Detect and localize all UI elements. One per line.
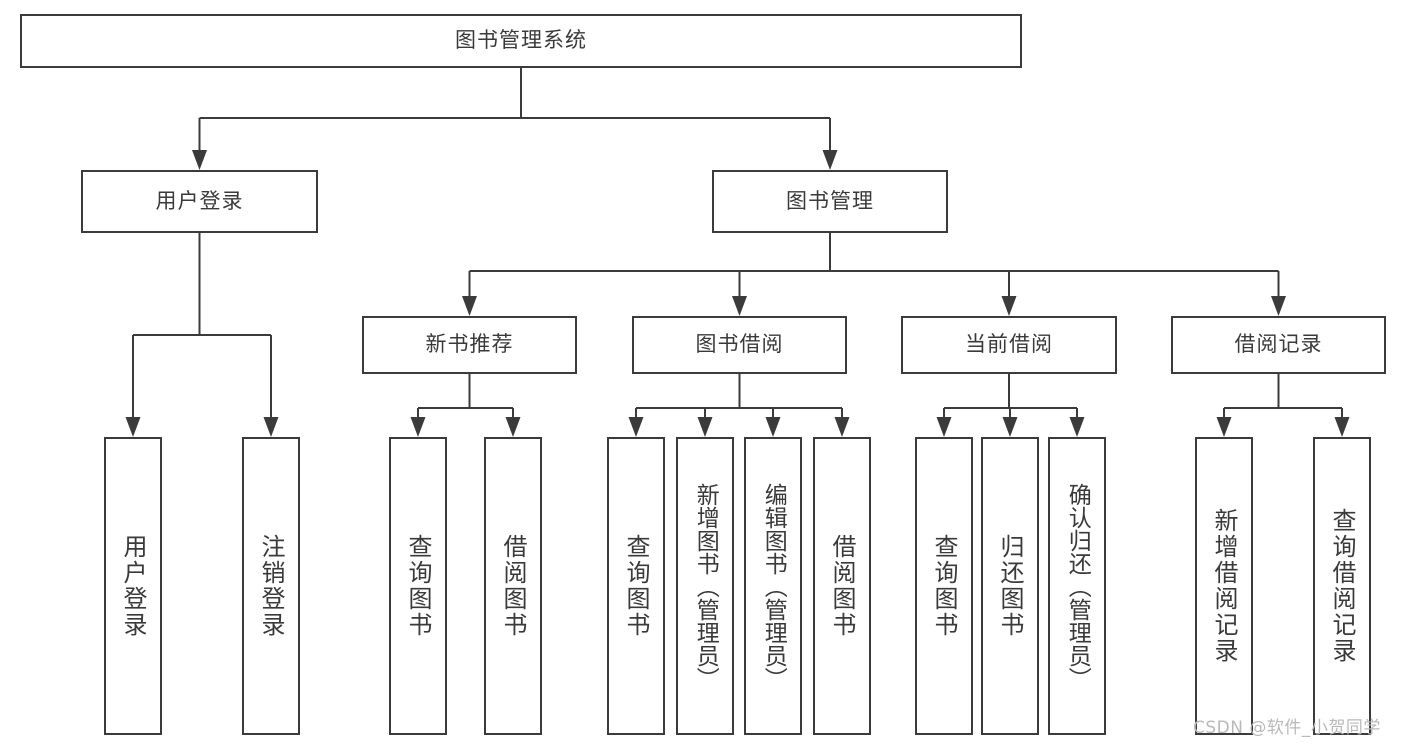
node-leaf-query-book-1[interactable]: 查询图书: [389, 437, 447, 735]
node-label: 借阅图书: [499, 534, 527, 638]
node-label: 归还图书: [996, 534, 1024, 638]
node-label: 借阅图书: [828, 534, 856, 638]
node-label: 新增图书（管理员）: [692, 482, 719, 690]
arrow-head: [936, 417, 952, 437]
node-leaf-confirm-return[interactable]: 确认归还（管理员）: [1048, 437, 1106, 735]
arrow-head: [697, 417, 713, 437]
node-label: 新增借阅记录: [1210, 508, 1238, 664]
node-current-borrow[interactable]: 当前借阅: [901, 316, 1117, 374]
node-label: 查询图书: [622, 534, 650, 638]
node-leaf-return-book[interactable]: 归还图书: [981, 437, 1039, 735]
node-root[interactable]: 图书管理系统: [20, 14, 1022, 68]
node-new-book-recommend[interactable]: 新书推荐: [362, 316, 577, 374]
node-label: 图书借阅: [695, 332, 784, 357]
arrow-head: [410, 417, 426, 437]
arrow-head: [732, 296, 747, 316]
node-label: 查询图书: [404, 534, 432, 638]
node-borrow-record[interactable]: 借阅记录: [1171, 316, 1386, 374]
node-leaf-user-login[interactable]: 用户登录: [104, 437, 162, 735]
node-book-borrow[interactable]: 图书借阅: [632, 316, 847, 374]
node-label: 当前借阅: [965, 332, 1053, 357]
arrow-head: [765, 417, 781, 437]
node-label: 新书推荐: [425, 332, 514, 357]
node-label: 查询借阅记录: [1328, 508, 1356, 664]
node-label: 查询图书: [930, 534, 958, 638]
arrow-head: [822, 150, 838, 170]
watermark-label: CSDN @软件_小贺同学: [1193, 718, 1381, 738]
arrow-head: [125, 417, 141, 437]
arrow-head: [263, 417, 279, 437]
node-leaf-add-book[interactable]: 新增图书（管理员）: [676, 437, 734, 735]
node-user-login[interactable]: 用户登录: [81, 170, 318, 233]
arrow-head: [505, 417, 521, 437]
node-label: 图书管理: [786, 188, 874, 213]
node-leaf-borrow-book-1[interactable]: 借阅图书: [484, 437, 542, 735]
arrow-head: [834, 417, 850, 437]
node-label: 图书管理系统: [455, 28, 587, 53]
node-label: 用户登录: [119, 534, 147, 638]
arrow-head: [192, 150, 207, 170]
arrow-head: [1002, 417, 1018, 437]
node-label: 注销登录: [257, 534, 285, 638]
node-leaf-query-book-2[interactable]: 查询图书: [607, 437, 665, 735]
node-leaf-edit-book[interactable]: 编辑图书（管理员）: [744, 437, 802, 735]
node-leaf-borrow-book-2[interactable]: 借阅图书: [813, 437, 871, 735]
node-label: 用户登录: [155, 188, 244, 213]
arrow-head: [1334, 417, 1350, 437]
arrow-head: [1271, 296, 1286, 316]
node-book-manage[interactable]: 图书管理: [712, 170, 948, 233]
node-label: 编辑图书（管理员）: [760, 482, 787, 690]
node-label: 借阅记录: [1234, 332, 1323, 357]
node-label: 确认归还（管理员）: [1064, 482, 1091, 690]
node-leaf-logout[interactable]: 注销登录: [242, 437, 300, 735]
arrow-head: [1001, 296, 1017, 316]
node-leaf-query-book-3[interactable]: 查询图书: [915, 437, 973, 735]
node-leaf-add-record[interactable]: 新增借阅记录: [1195, 437, 1253, 735]
arrow-head: [1069, 417, 1085, 437]
node-leaf-query-record[interactable]: 查询借阅记录: [1313, 437, 1371, 735]
arrow-head: [462, 296, 477, 316]
arrow-head: [1216, 417, 1232, 437]
arrow-head: [628, 417, 644, 437]
